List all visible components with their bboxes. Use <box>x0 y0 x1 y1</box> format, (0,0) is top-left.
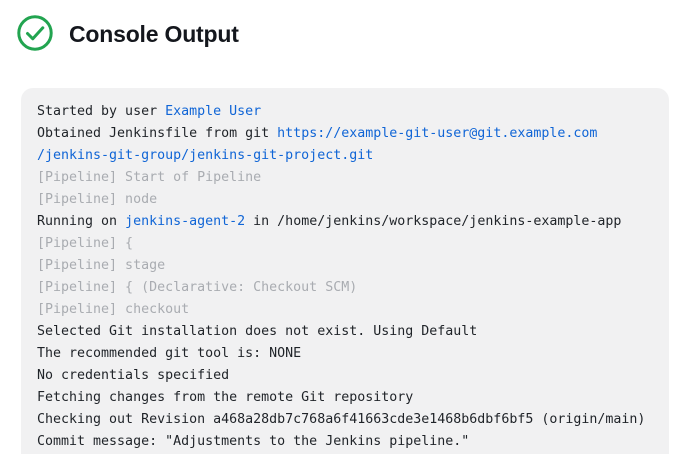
log-text: [Pipeline] { (Declarative: Checkout SCM) <box>37 280 358 295</box>
log-text: Started by user <box>37 104 166 119</box>
log-line: Fetching changes from the remote Git rep… <box>37 387 653 409</box>
page-title: Console Output <box>69 20 239 47</box>
log-link[interactable]: https://example-git-user@git.example.com <box>277 126 598 141</box>
log-line: Checking out Revision a468a28db7c768a6f4… <box>37 409 653 431</box>
log-line: /jenkins-git-group/jenkins-git-project.g… <box>37 145 653 167</box>
log-text: Selected Git installation does not exist… <box>37 324 478 339</box>
page-header: Console Output <box>0 0 686 53</box>
log-line: [Pipeline] node <box>37 189 653 211</box>
log-line: The recommended git tool is: NONE <box>37 343 653 365</box>
log-link[interactable]: Example User <box>165 104 262 119</box>
log-line: Selected Git installation does not exist… <box>37 321 653 343</box>
log-text: in /home/jenkins/workspace/jenkins-examp… <box>245 214 622 229</box>
log-line: No credentials specified <box>37 365 653 387</box>
success-check-icon <box>16 14 54 52</box>
log-text: [Pipeline] Start of Pipeline <box>37 170 262 185</box>
log-text: Fetching changes from the remote Git rep… <box>37 390 414 405</box>
log-line: Started by user Example User <box>37 101 653 123</box>
log-text: [Pipeline] node <box>37 192 158 207</box>
log-line: [Pipeline] { <box>37 233 653 255</box>
log-text: [Pipeline] stage <box>37 258 166 273</box>
log-line: [Pipeline] stage <box>37 255 653 277</box>
log-link[interactable]: /jenkins-git-group/jenkins-git-project.g… <box>37 148 374 163</box>
log-line: [Pipeline] checkout <box>37 299 653 321</box>
log-line: [Pipeline] { (Declarative: Checkout SCM) <box>37 277 653 299</box>
log-link[interactable]: jenkins-agent-2 <box>125 214 246 229</box>
log-text: Obtained Jenkinsfile from git <box>37 126 278 141</box>
log-text: Checking out Revision a468a28db7c768a6f4… <box>37 412 646 427</box>
log-text: [Pipeline] checkout <box>37 302 190 317</box>
log-line: Running on jenkins-agent-2 in /home/jenk… <box>37 211 653 233</box>
log-text: [Pipeline] { <box>37 236 134 251</box>
log-text: Commit message: "Adjustments to the Jenk… <box>37 434 470 449</box>
log-text: No credentials specified <box>37 368 230 383</box>
log-line: Obtained Jenkinsfile from git https://ex… <box>37 123 653 145</box>
log-line: [Pipeline] Start of Pipeline <box>37 167 653 189</box>
log-line: Commit message: "Adjustments to the Jenk… <box>37 431 653 453</box>
log-text: The recommended git tool is: NONE <box>37 346 302 361</box>
log-text: Running on <box>37 214 126 229</box>
